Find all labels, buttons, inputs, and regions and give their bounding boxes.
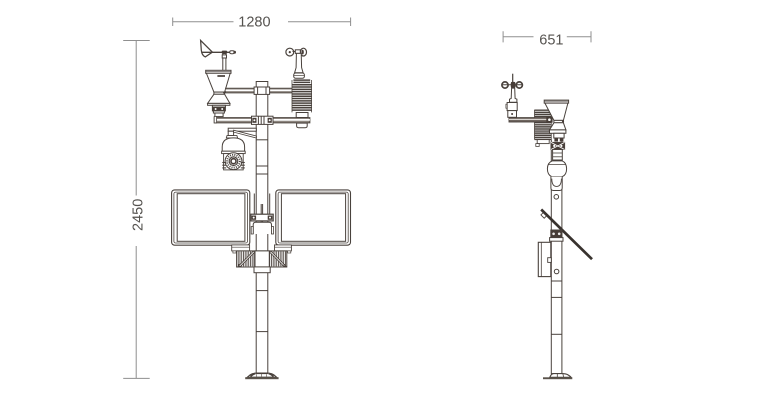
svg-text:651: 651: [539, 32, 563, 48]
svg-text:1280: 1280: [238, 15, 270, 31]
svg-text:2450: 2450: [131, 199, 147, 231]
